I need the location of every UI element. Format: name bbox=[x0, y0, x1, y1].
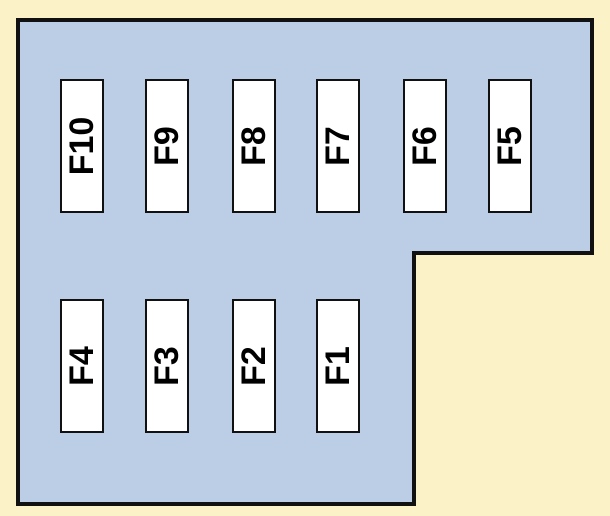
fuse-label: F2 bbox=[235, 346, 273, 386]
fuse-f7[interactable]: F7 bbox=[316, 79, 360, 213]
fuse-f5[interactable]: F5 bbox=[488, 79, 532, 213]
fuse-label: F4 bbox=[63, 346, 101, 386]
fuse-label: F7 bbox=[319, 126, 357, 166]
fuse-label: F10 bbox=[63, 116, 101, 176]
fuse-f6[interactable]: F6 bbox=[403, 79, 447, 213]
fuse-f3[interactable]: F3 bbox=[145, 299, 189, 433]
fuse-label: F6 bbox=[406, 126, 444, 166]
fuse-label: F5 bbox=[491, 126, 529, 166]
fuse-label: F9 bbox=[148, 126, 186, 166]
fuse-label: F8 bbox=[235, 126, 273, 166]
fuse-label: F3 bbox=[148, 346, 186, 386]
fuse-f8[interactable]: F8 bbox=[232, 79, 276, 213]
fuse-f9[interactable]: F9 bbox=[145, 79, 189, 213]
fuse-f2[interactable]: F2 bbox=[232, 299, 276, 433]
fuse-f1[interactable]: F1 bbox=[316, 299, 360, 433]
fuse-f4[interactable]: F4 bbox=[60, 299, 104, 433]
fuse-label: F1 bbox=[319, 346, 357, 386]
fuse-f10[interactable]: F10 bbox=[60, 79, 104, 213]
